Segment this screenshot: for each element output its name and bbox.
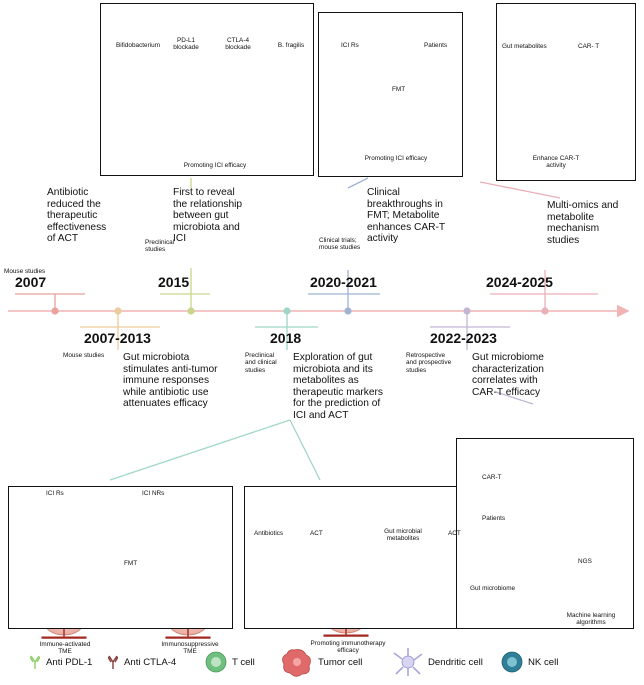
panel-2015-caption: Promoting ICI efficacy: [183, 162, 247, 169]
label-act-2: ACT: [448, 530, 461, 537]
panel-2024-2025: [496, 3, 636, 181]
label-b-fragilis: B. fragilis: [277, 42, 305, 49]
legend-anti-ctla4: Anti CTLA-4: [124, 657, 177, 668]
panel-2022-2023: [456, 438, 634, 629]
label-ngs: NGS: [578, 558, 592, 565]
label-fmt: FMT: [392, 86, 406, 93]
label-fmt-2018: FMT: [124, 560, 138, 567]
timeline-nodes: [51, 307, 549, 315]
legend-dendritic-cell: Dendritic cell: [428, 657, 483, 668]
legend-nk-cell: NK cell: [528, 657, 559, 668]
study-2022-2023: Retrospective and prospective studies: [406, 352, 452, 374]
label-patients-2022: Patients: [482, 515, 506, 522]
study-2007-2013: Mouse studies: [63, 352, 105, 359]
connectors-bottom: [80, 314, 534, 481]
label-ici-rs: ICI Rs: [341, 42, 359, 49]
nk-cell-icon: [501, 651, 523, 673]
caption-immune-activated: Immune-activated TME: [39, 641, 91, 656]
label-gut-microbial-metabolites: Gut microbial metabolites: [384, 528, 422, 543]
panel-2020-2021: [318, 12, 463, 177]
legend-tumor-cell: Tumor cell: [318, 657, 363, 668]
label-ici-nrs: ICI NRs: [142, 490, 165, 497]
label-ctla4-blockade: CTLA-4 blockade: [225, 37, 251, 52]
legend-icons: [30, 648, 523, 677]
study-2015: Preclinical studies: [145, 239, 175, 254]
desc-2024-2025: Multi-omics and metabolite mechanism stu…: [547, 200, 619, 246]
year-2007-2013: 2007-2013: [84, 330, 151, 346]
study-2020-2021: Clinical trials; mouse studies: [319, 237, 361, 252]
label-antibiotics: Antibiotics: [254, 530, 284, 537]
label-gut-metabolites: Gut metabolites: [502, 43, 547, 50]
label-pdl1-blockade: PD-L1 blockade: [173, 37, 199, 52]
panel-2024-caption: Enhance CAR-T activity: [532, 155, 580, 170]
antibody-green-icon: [30, 655, 40, 669]
t-cell-icon: [205, 651, 227, 673]
panel-2020-caption: Promoting ICI efficacy: [364, 155, 428, 162]
panel-2015: [100, 3, 314, 176]
legend-anti-pdl1: Anti PDL-1: [46, 657, 93, 668]
panel-2018-left: [8, 486, 233, 629]
antibody-brown-icon: [108, 655, 118, 669]
dendritic-cell-icon: [393, 648, 423, 676]
year-2022-2023: 2022-2023: [430, 330, 497, 346]
desc-2022-2023: Gut microbiome characterization correlat…: [472, 352, 544, 398]
label-patients: Patients: [424, 42, 448, 49]
study-2018: Preclinical and clinical studies: [245, 352, 277, 374]
year-2015: 2015: [158, 274, 190, 290]
panel-2018-right: [244, 486, 475, 629]
year-2024-2025: 2024-2025: [486, 274, 553, 290]
desc-2018: Exploration of gut microbiota and its me…: [293, 352, 384, 421]
tumor-cell-icon: [282, 649, 311, 677]
legend-t-cell: T cell: [232, 657, 255, 668]
desc-2015: First to reveal the relationship between…: [173, 187, 243, 245]
desc-2007-2013: Gut microbiota stimulates anti-tumor imm…: [123, 352, 218, 410]
year-2018: 2018: [270, 330, 302, 346]
desc-2007: Antibiotic reduced the therapeutic effec…: [47, 187, 107, 245]
connectors-top: [15, 177, 598, 308]
label-ici-rs-2018: ICI Rs: [46, 490, 64, 497]
label-car-t-2022: CAR-T: [482, 474, 502, 481]
desc-2020-2021: Clinical breakthroughs in FMT; Metabolit…: [367, 187, 446, 245]
label-machine-learning: Machine learning algorithms: [566, 612, 616, 627]
label-act-1: ACT: [310, 530, 323, 537]
label-bifidobacterium: Bifidobacterium: [115, 42, 161, 49]
label-gut-microbiome: Gut microbiome: [470, 585, 516, 592]
label-car-t: CAR- T: [578, 43, 600, 50]
caption-immunosuppressive: Immunosuppressive TME: [161, 641, 219, 656]
study-2007: Mouse studies: [4, 268, 46, 275]
year-2007: 2007: [15, 274, 47, 290]
year-2020-2021: 2020-2021: [310, 274, 377, 290]
panel-2018b-caption: Promoting immunotherapy efficacy: [310, 640, 386, 655]
